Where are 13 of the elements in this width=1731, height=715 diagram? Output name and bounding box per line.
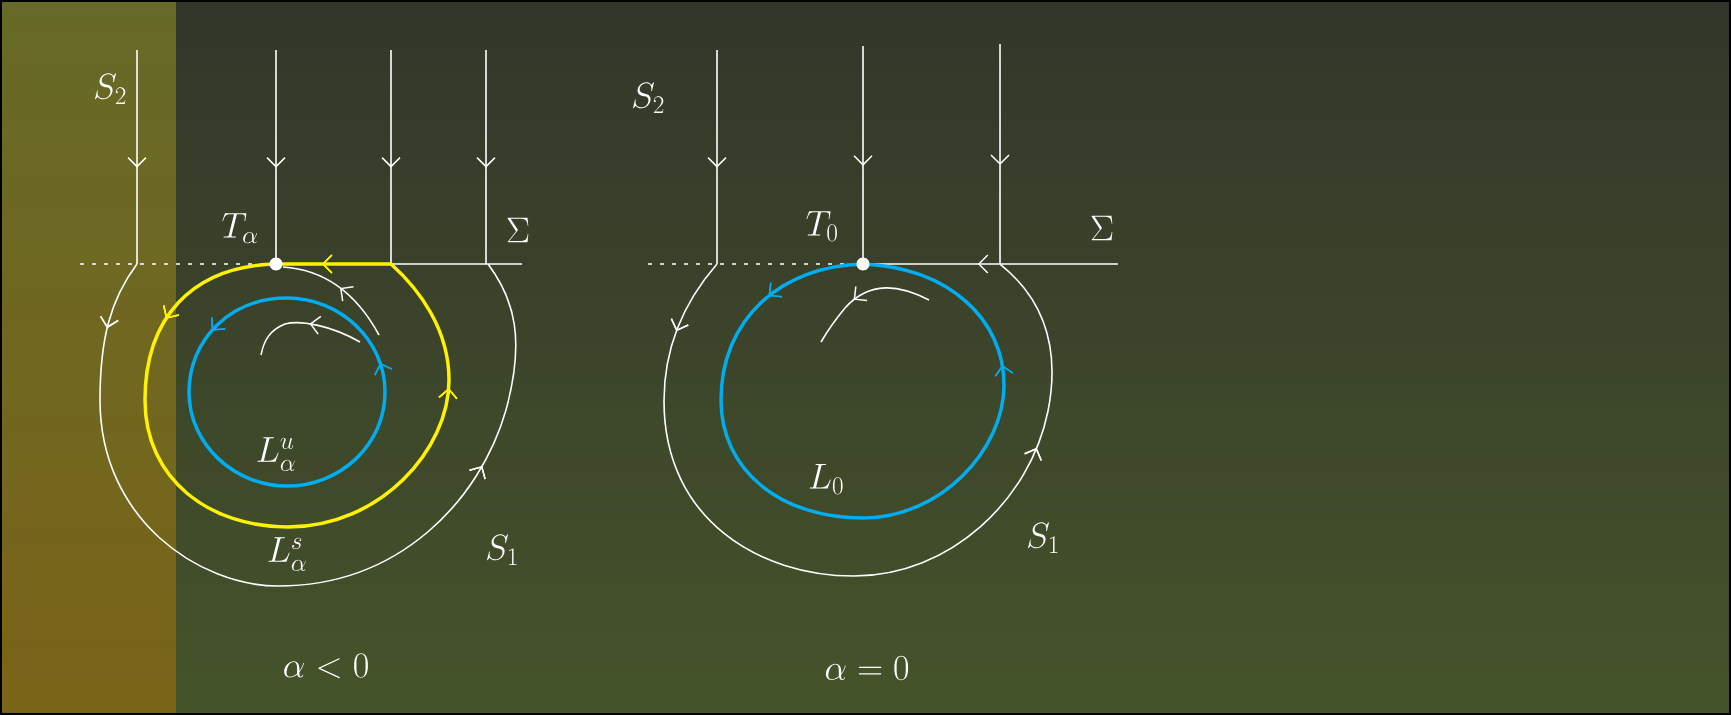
math-label: $S_1$ (1028, 522, 1058, 553)
math-label: $T_\alpha$ (222, 213, 257, 244)
math-label: $S_1$ (487, 534, 517, 565)
math-label: $\alpha = 0$ (825, 655, 909, 681)
math-label: $\alpha < 0$ (284, 653, 368, 679)
math-label: $L_0$ (809, 464, 843, 495)
math-label: $L_\alpha^u$ (257, 437, 295, 471)
math-label: $S_2$ (94, 73, 126, 104)
math-label: $\Sigma$ (1091, 215, 1113, 241)
math-label: $T_0$ (806, 211, 837, 242)
math-label: $L_\alpha^s$ (268, 537, 306, 571)
math-label: $S_2$ (633, 82, 664, 113)
math-label: $\Sigma$ (507, 217, 529, 243)
